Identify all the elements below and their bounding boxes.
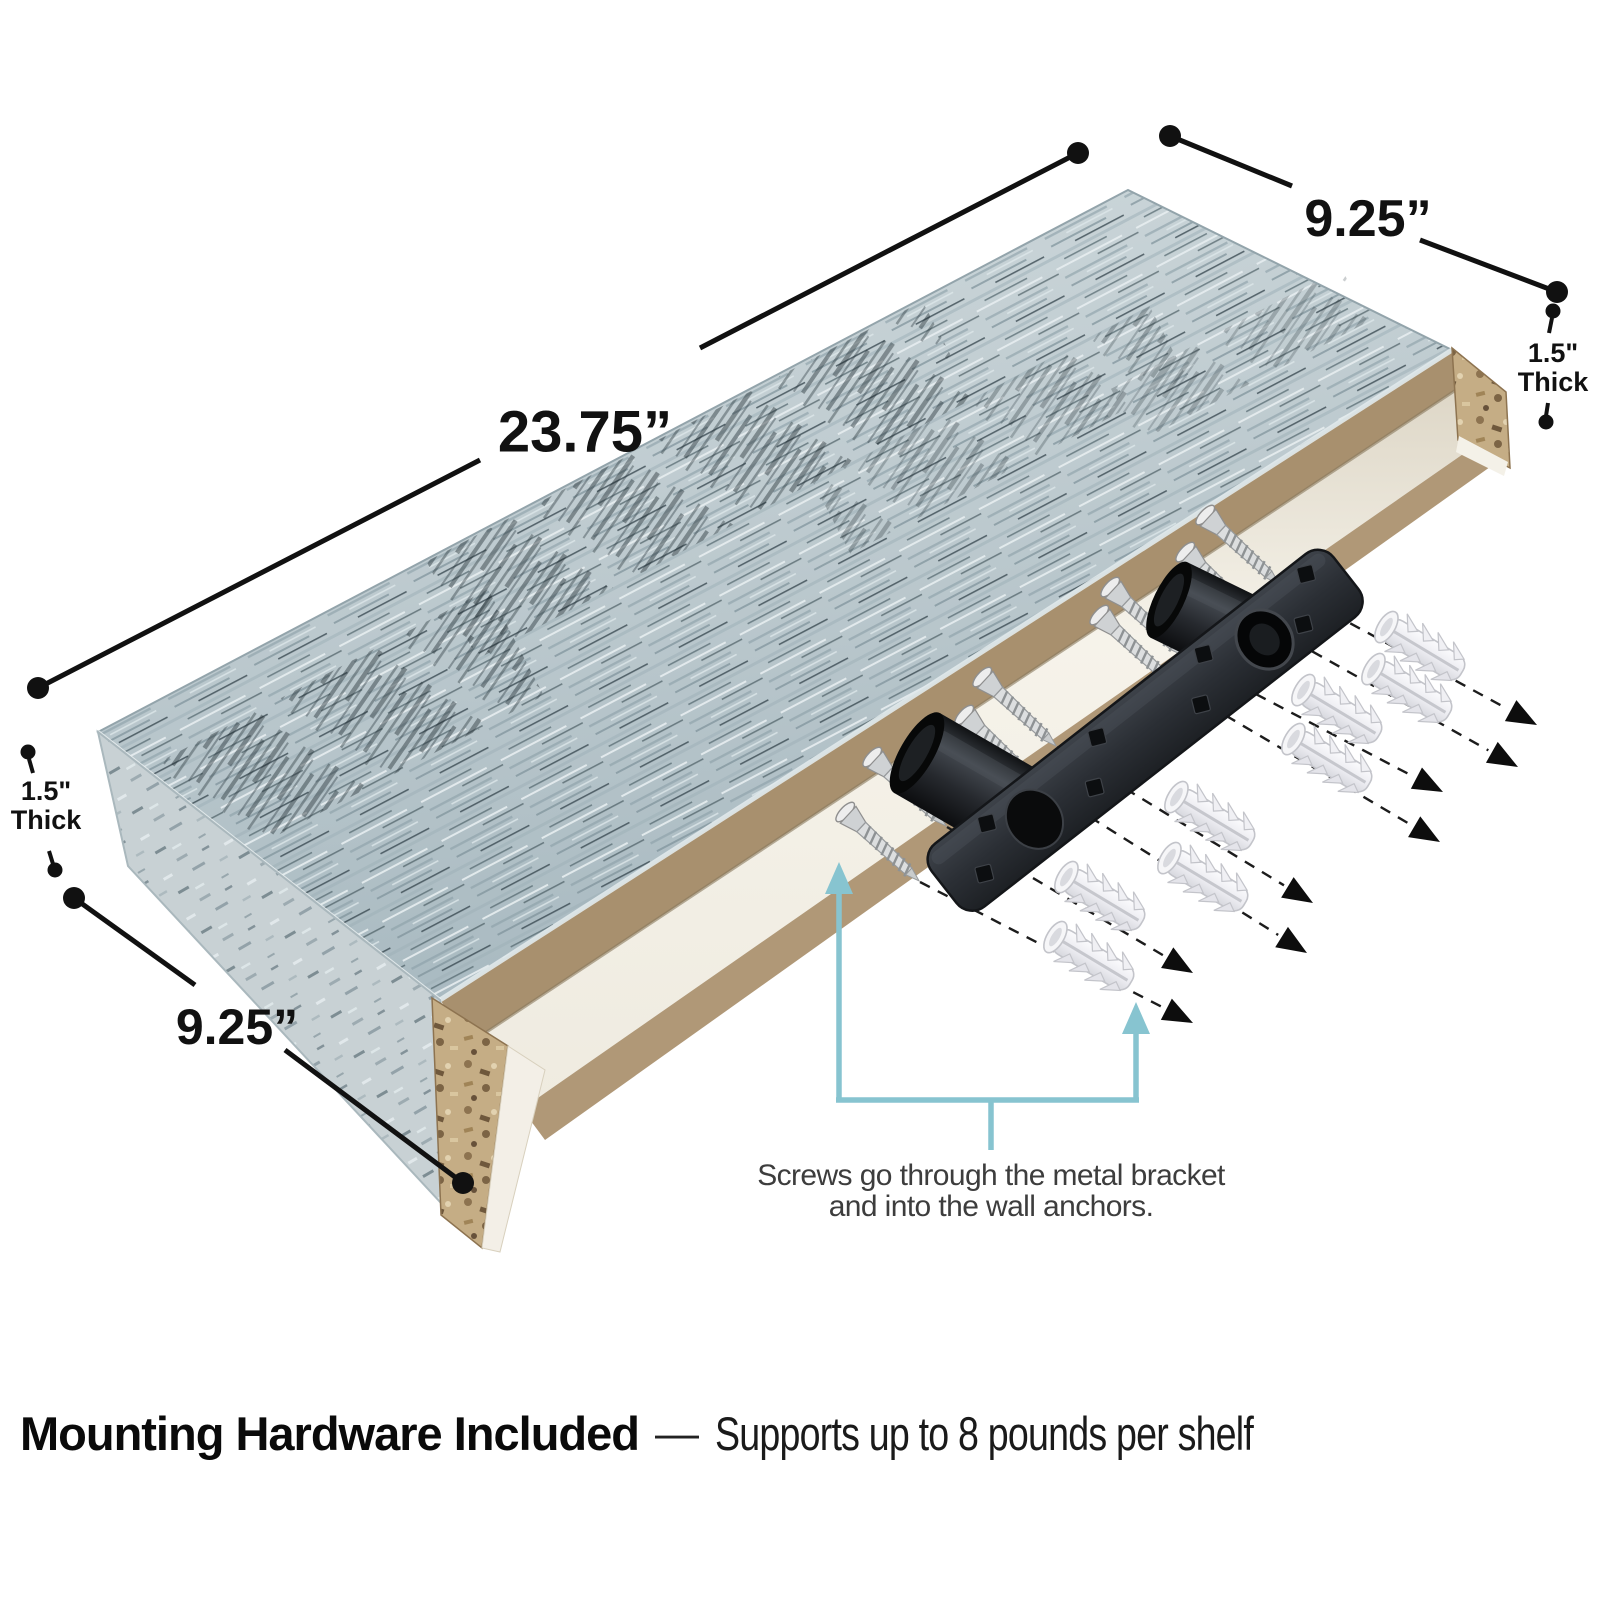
dimension-label-length: 23.75” xyxy=(497,399,673,465)
dimension-label-depth-top: 9.25” xyxy=(1304,190,1432,248)
wall-anchor-icon xyxy=(1374,610,1466,682)
arrowhead-icon xyxy=(1161,947,1193,973)
wall-anchor-icon xyxy=(1164,780,1256,852)
shelf-end-cap xyxy=(1451,346,1511,476)
direction-arrowheads xyxy=(1160,700,1537,1023)
shelf-corner-cavity-sliver xyxy=(481,1045,546,1253)
wall-anchor-icon xyxy=(1054,860,1146,932)
dimension-line-depth-top xyxy=(1159,125,1568,303)
thickness-markers-right xyxy=(1538,303,1561,430)
thickness-right-value: 1.5" xyxy=(1527,338,1579,368)
shelf-illustration xyxy=(96,188,1511,1253)
thickness-label-right: 1.5" Thick xyxy=(1518,339,1589,397)
footer-heading: Mounting Hardware Included xyxy=(20,1407,640,1460)
wall-anchor-icon xyxy=(1291,673,1383,745)
screw-icon xyxy=(835,801,921,883)
callout-connector xyxy=(825,862,1150,1150)
wall-anchor-icon xyxy=(1361,652,1453,724)
thickness-left-word: Thick xyxy=(10,805,82,835)
thickness-markers-left xyxy=(20,744,63,878)
arrowhead-icon xyxy=(1160,998,1193,1023)
arrowhead-icon xyxy=(1408,816,1440,842)
callout-caption-line1: Screws go through the metal bracket xyxy=(757,1159,1225,1192)
footer-separator: — xyxy=(654,1408,699,1458)
thickness-left-value: 1.5" xyxy=(20,776,72,806)
dimension-line-depth-bottom xyxy=(63,887,474,1194)
screw-icon xyxy=(972,666,1058,748)
thickness-right-word: Thick xyxy=(1517,367,1589,397)
dimension-label-depth-bottom: 9.25” xyxy=(175,999,299,1055)
callout-caption: Screws go through the metal bracket and … xyxy=(757,1160,1225,1222)
mounting-bracket-plate xyxy=(926,548,1364,912)
footer-text: Mounting Hardware Included — Supports up… xyxy=(20,1406,1387,1461)
dimension-line-length xyxy=(27,142,1089,699)
arrowhead-icon xyxy=(1281,877,1313,903)
screw-icon xyxy=(1195,504,1281,586)
arrowhead-icon xyxy=(1410,767,1443,792)
arrowhead-icon xyxy=(1485,741,1518,767)
wall-anchor-icon xyxy=(1157,841,1249,913)
wall-anchors xyxy=(1043,610,1466,992)
wall-anchor-icon xyxy=(1281,722,1373,794)
arrowhead-icon xyxy=(1504,700,1537,725)
bracket-screw-holes xyxy=(974,564,1316,884)
arrowhead-icon xyxy=(1275,926,1307,953)
callout-caption-line2: and into the wall anchors. xyxy=(828,1190,1154,1223)
footer-detail: Supports up to 8 pounds per shelf xyxy=(714,1407,1254,1460)
wall-anchor-icon xyxy=(1043,920,1135,992)
thickness-label-left: 1.5" Thick xyxy=(11,777,82,835)
